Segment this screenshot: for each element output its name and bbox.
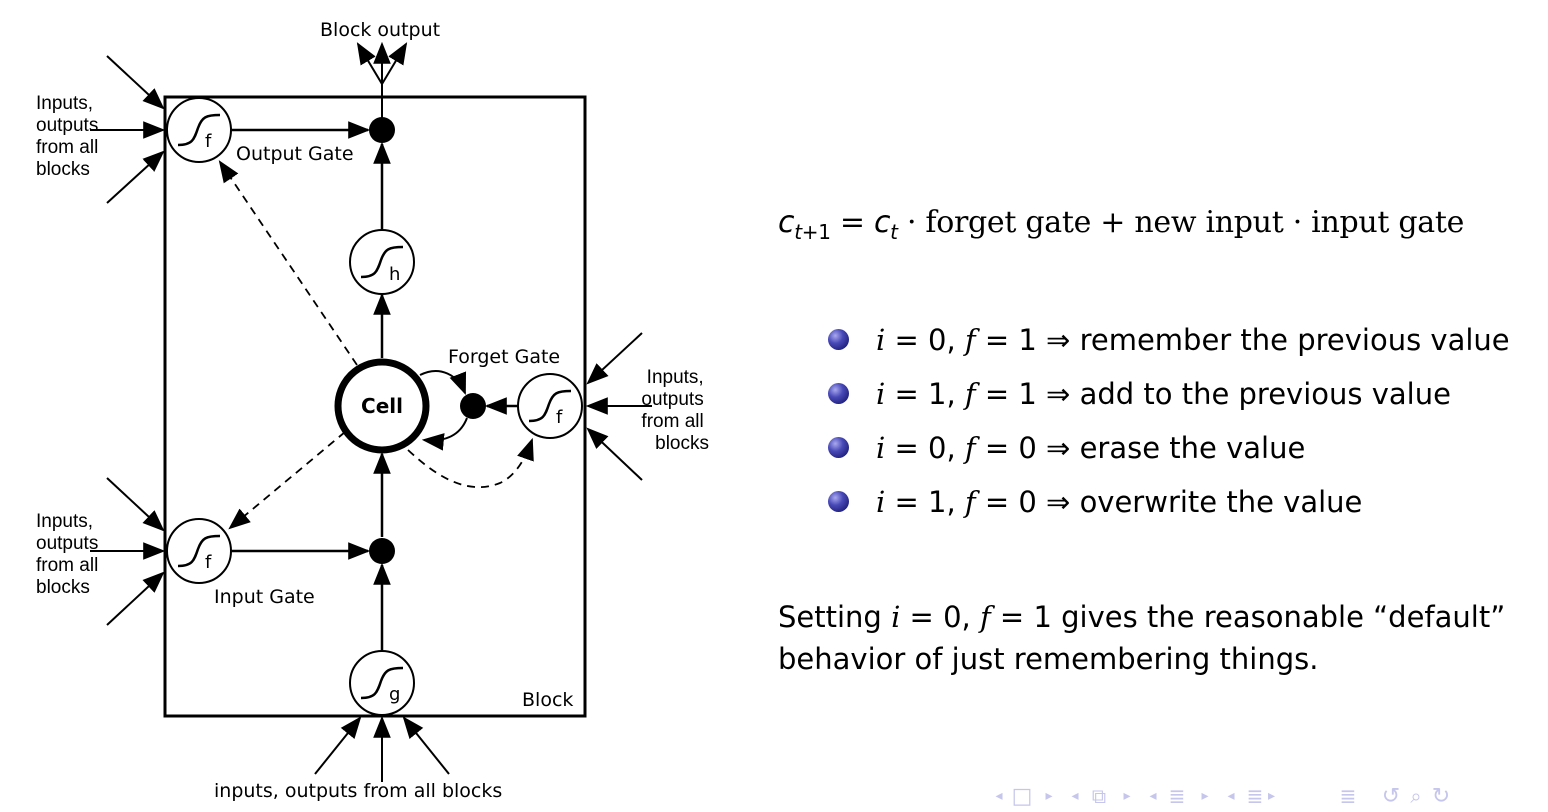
nav-prev-section-icon[interactable]: ◂ [1149,788,1157,804]
svg-text:g: g [389,684,400,705]
svg-text:Cell: Cell [361,394,403,418]
nav-prev-frame-icon[interactable]: ◂ [995,788,1003,804]
nav-next-section-icon[interactable]: ▸ [1201,788,1209,804]
block-output-label: Block output [320,19,440,41]
gate-cases-list: i = 0, f = 1 ⇒ remember the previous val… [826,320,1546,536]
peephole-input [228,431,346,530]
block-output-arrows [356,41,408,120]
eq-rhs-subscript: t [890,220,898,244]
bullet-ball-icon [828,329,849,350]
forget-gate-label: Forget Gate [448,346,560,368]
lstm-block-diagram: Block Block output f Output Gate h Cell … [36,19,709,802]
nav-subsection-icon[interactable]: ⧉ [1091,784,1107,808]
nav-next-doc-icon[interactable]: ▸ [1268,788,1276,804]
cell-to-forget-mult [419,370,467,396]
nav-forward-icon[interactable]: ↻ [1431,783,1451,809]
cell: Cell [334,358,430,454]
sigmoid-icon [177,534,221,568]
nav-next-subsection-icon[interactable]: ▸ [1123,788,1131,804]
nav-prev-doc-icon[interactable]: ◂ [1227,788,1235,804]
bullet-ball-icon [828,383,849,404]
forget-gate-input-arrows [585,332,652,481]
conclusion-text: Setting i = 0, f = 1 gives the reasonabl… [778,600,1506,676]
sigmoid-icon [360,245,404,279]
nav-prev-subsection-icon[interactable]: ◂ [1071,788,1079,804]
bullet-ball-icon [828,491,849,512]
nav-next-frame-icon[interactable]: ▸ [1045,788,1053,804]
eq-lhs-subscript: t+1 [794,220,831,244]
input-gate-inputs-label: Inputs, outputs from all blocks [36,511,104,598]
input-multiplier [369,538,395,564]
nav-search-icon[interactable]: ⌕ [1410,784,1422,808]
bottom-input-arrows [314,715,450,782]
output-gate-inputs-label: Inputs, outputs from all blocks [36,93,104,180]
output-gate: f [166,97,232,163]
forget-multiplier [460,393,486,419]
forget-mult-to-cell [421,417,468,451]
input-gate-label: Input Gate [214,586,315,608]
forget-gate-inputs-label: Inputs, outputs from all blocks [641,367,709,454]
svg-text:f: f [205,131,212,152]
block-label: Block [522,689,573,711]
output-gate-label: Output Gate [236,143,354,165]
beamer-navigation: ◂ □ ▸ ◂ ⧉ ▸ ◂ ≣ ▸ ◂ ≣ ▸ ≣ ↺ ⌕ ↻ [988,783,1454,809]
list-item: i = 1, f = 0 ⇒ overwrite the value [826,482,1546,523]
input-gate: f [166,518,232,584]
list-item: i = 0, f = 0 ⇒ erase the value [826,428,1546,469]
nav-frame-icon[interactable]: □ [1011,783,1033,809]
eq-rest: · forget gate + new input · input gate [897,205,1465,240]
svg-text:h: h [389,264,400,285]
output-gate-input-arrows [90,55,166,204]
forget-gate: f [517,373,583,439]
eq-equals: = [830,205,874,240]
peephole-output [218,160,358,366]
nav-section-icon[interactable]: ≣ [1168,784,1186,808]
nav-doc-icon[interactable]: ≣ [1246,784,1264,808]
eq-lhs-var: c [778,205,795,240]
nav-appendix-icon[interactable]: ≣ [1339,784,1357,808]
list-item: i = 1, f = 1 ⇒ add to the previous value [826,374,1546,415]
nav-back-icon[interactable]: ↺ [1381,783,1401,809]
g-squash-unit: g [349,650,415,716]
list-item: i = 0, f = 1 ⇒ remember the previous val… [826,320,1546,361]
peephole-forget [407,437,534,488]
output-multiplier [369,117,395,143]
svg-text:f: f [205,552,212,573]
sigmoid-icon [528,389,572,423]
cell-update-equation: ct+1 = ct · forget gate + new input · in… [778,205,1464,244]
eq-rhs-var: c [873,205,891,240]
svg-text:f: f [556,407,563,428]
bullet-ball-icon [828,437,849,458]
sigmoid-icon [360,666,404,700]
input-gate-input-arrows [90,477,166,626]
bottom-inputs-label: inputs, outputs from all blocks [214,780,502,802]
sigmoid-icon [177,113,221,147]
h-squash-unit: h [349,229,415,295]
